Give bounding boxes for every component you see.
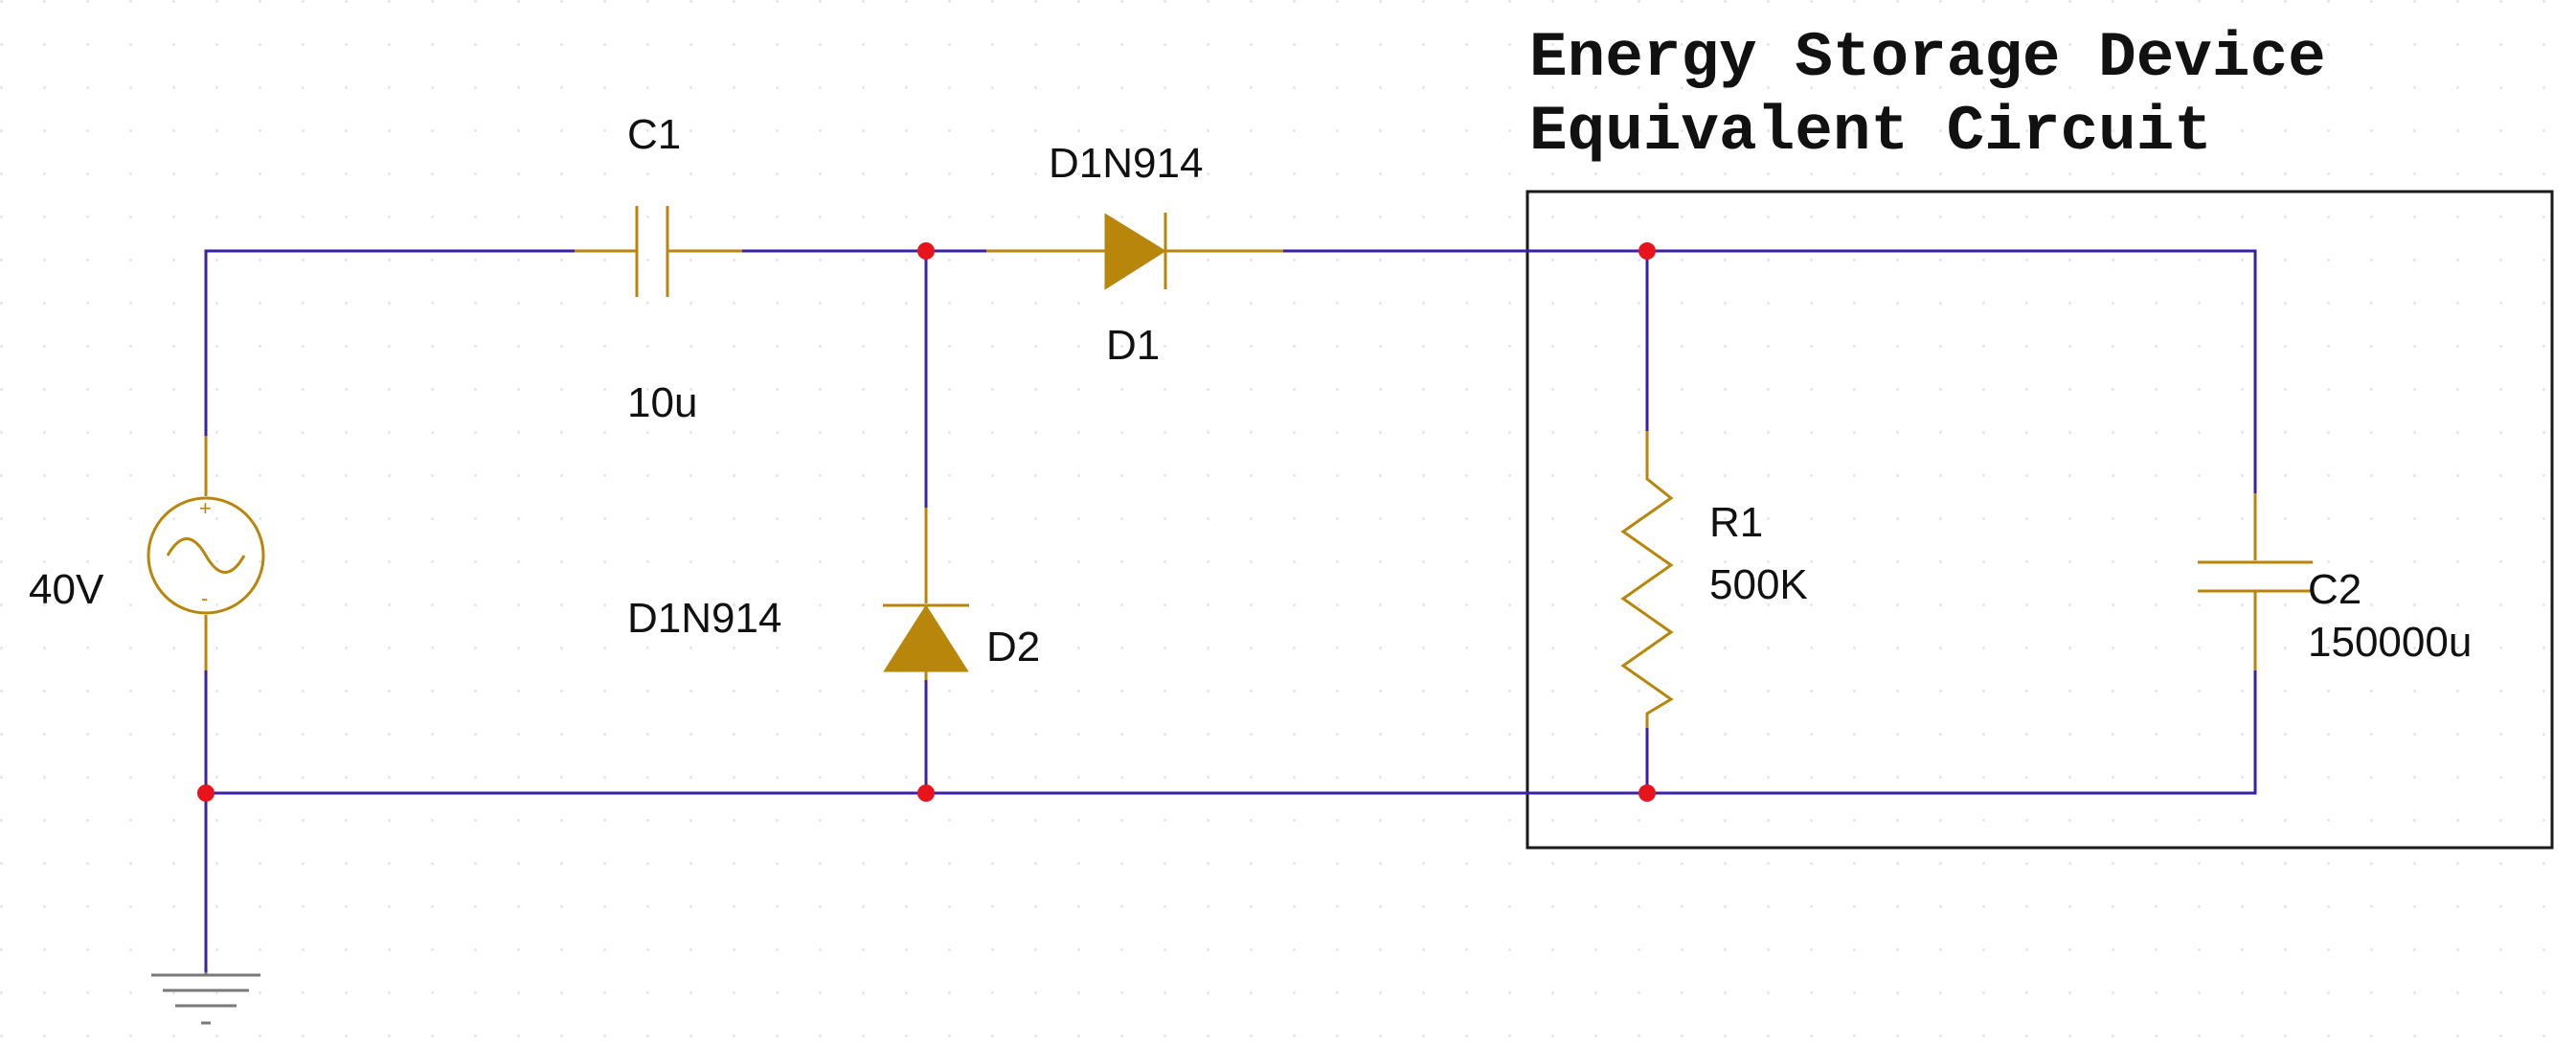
title-line-1: Energy Storage Device: [1529, 22, 2326, 94]
junction-dot-icon: [917, 242, 935, 260]
wires: [204, 249, 2257, 972]
junction-dot-icon: [1638, 784, 1656, 802]
c2-ref-label: C2: [2308, 566, 2361, 613]
resistor-r1-icon: [1620, 431, 1674, 728]
d2-model-label: D1N914: [627, 595, 781, 642]
c2-value-label: 150000u: [2308, 619, 2472, 666]
source-plus-sign: +: [199, 496, 212, 520]
source-value-label: 40V: [29, 566, 104, 613]
junction-dot-icon: [917, 784, 935, 802]
diode-d2-icon: [883, 508, 969, 680]
d1-model-label: D1N914: [1049, 140, 1203, 187]
diode-d1-icon: [986, 213, 1283, 290]
junction-dots: [197, 242, 1656, 802]
wire-top-left: [204, 249, 575, 436]
d2-ref-label: D2: [986, 624, 1040, 670]
r1-ref-label: R1: [1709, 499, 1763, 546]
title-line-2: Equivalent Circuit: [1529, 96, 2212, 168]
wire-top-right: [1647, 249, 2257, 493]
wire-bottom: [206, 670, 2257, 795]
junction-dot-icon: [197, 784, 215, 802]
c1-ref-label: C1: [627, 111, 681, 158]
capacitor-c1-icon: [575, 206, 742, 297]
ground-icon: [151, 972, 260, 1025]
capacitor-c2-icon: [2198, 493, 2313, 670]
ac-source-icon: [147, 436, 265, 670]
device-boundary-box: [1525, 190, 2554, 850]
junction-dot-icon: [1638, 242, 1656, 260]
r1-value-label: 500K: [1709, 561, 1808, 608]
c1-value-label: 10u: [627, 379, 697, 426]
source-minus-sign: -: [201, 586, 208, 610]
d1-ref-label: D1: [1106, 322, 1160, 369]
